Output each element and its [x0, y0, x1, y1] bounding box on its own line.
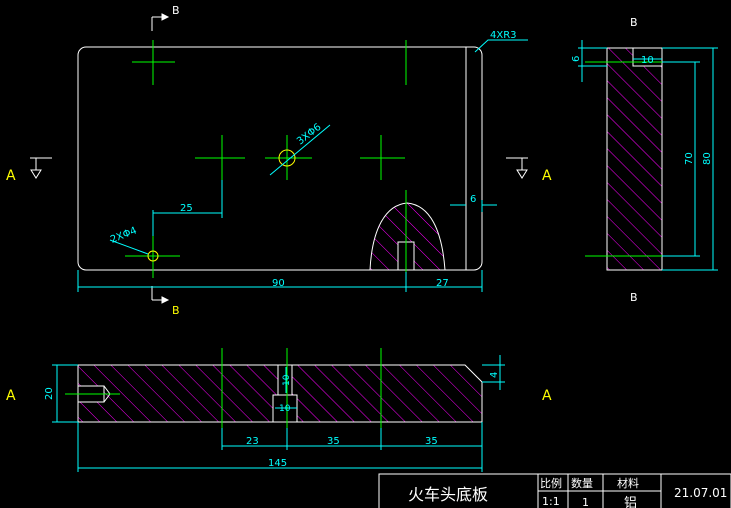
- hole-center: [278, 149, 296, 167]
- section-a-right-label: A: [542, 168, 552, 184]
- dim-side-70: 70: [684, 152, 695, 165]
- side-view-body: [606, 47, 663, 271]
- top-dimensions: [77, 39, 528, 292]
- dim-side-6: 6: [571, 56, 582, 62]
- tb-qty-value: 1: [582, 496, 589, 508]
- section-b-markers: [151, 13, 170, 304]
- front-centerlines: [65, 348, 382, 428]
- hole-small: [147, 250, 159, 262]
- front-a-left-label: A: [6, 388, 16, 404]
- dim-front-145: 145: [268, 458, 287, 469]
- dim-side-10: 10: [641, 55, 654, 66]
- dim-2xphi4: 2XΦ4: [109, 225, 139, 245]
- front-a-right-label: A: [542, 388, 552, 404]
- tb-material-value: 铝: [624, 496, 637, 508]
- top-centerlines: [125, 40, 407, 278]
- side-dimensions: [578, 40, 718, 271]
- tb-header-scale: 比例: [540, 476, 562, 490]
- title-block: 火车头底板 比例 数量 材料 1:1 1 铝 21.07.01: [378, 473, 731, 508]
- dim-front-pin-w: 10: [279, 404, 291, 414]
- tb-header-qty: 数量: [571, 477, 593, 490]
- section-b-bottom-label: B: [172, 304, 180, 317]
- section-a-left-label: A: [6, 168, 16, 184]
- section-a-markers: [30, 157, 528, 179]
- arch-cutout: [369, 202, 446, 271]
- dim-front-35b: 35: [425, 436, 438, 447]
- dim-27: 27: [436, 278, 449, 289]
- dim-front-20: 20: [44, 387, 55, 400]
- dim-6-slot: 6: [470, 194, 476, 205]
- dim-side-80: 80: [702, 152, 713, 165]
- top-view: B B A A: [6, 4, 552, 317]
- dim-25: 25: [180, 203, 193, 214]
- tb-scale-value: 1:1: [542, 495, 560, 508]
- side-b-top-label: B: [630, 16, 638, 29]
- section-b-top-label: B: [172, 4, 180, 17]
- dim-front-pin-h: 10: [282, 374, 292, 386]
- drawing-title: 火车头底板: [408, 485, 488, 504]
- dim-front-4: 4: [489, 372, 500, 378]
- dim-front-23: 23: [246, 436, 259, 447]
- tb-header-material: 材料: [617, 476, 639, 490]
- front-view: A A 20 4 10 10 23 35 35 145: [6, 348, 552, 472]
- top-view-outline: [77, 46, 483, 271]
- dim-4xr3: 4XR3: [490, 30, 517, 41]
- side-view: B B 6 10 70 80: [571, 16, 718, 304]
- front-dimensions: [52, 355, 505, 472]
- dim-90: 90: [272, 278, 285, 289]
- side-b-bottom-label: B: [630, 291, 638, 304]
- tb-date: 21.07.01: [674, 486, 727, 500]
- dim-front-35a: 35: [327, 436, 340, 447]
